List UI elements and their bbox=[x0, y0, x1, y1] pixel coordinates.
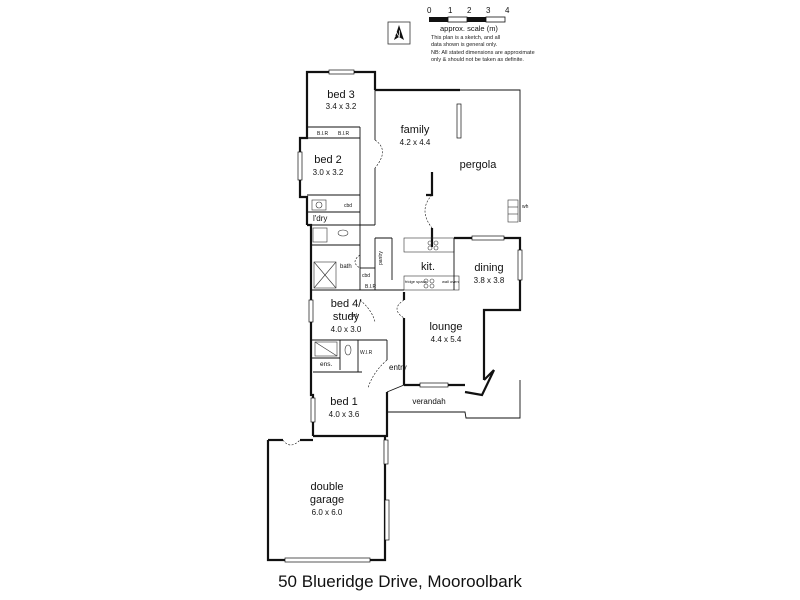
room-labels: bed 3 3.4 x 3.2 bed 2 3.0 x 3.2 family 4… bbox=[310, 89, 529, 517]
steps-icon bbox=[507, 199, 519, 223]
garage-label-1: double bbox=[310, 481, 343, 493]
property-address-title: 50 Blueridge Drive, Mooroolbark bbox=[278, 572, 522, 591]
dining-dim: 3.8 x 3.8 bbox=[474, 276, 505, 285]
laundry-label: l'dry bbox=[313, 214, 327, 223]
scale-tick-3: 3 bbox=[486, 6, 491, 15]
scale-note-2: data shown is general only. bbox=[431, 42, 498, 48]
windows bbox=[284, 69, 523, 563]
north-label: N bbox=[394, 29, 401, 39]
pergola-label: pergola bbox=[460, 159, 498, 171]
wall-oven-label: wall oven bbox=[442, 279, 459, 284]
scale-tick-0: 0 bbox=[427, 6, 432, 15]
cbd-label-3: cbd bbox=[349, 313, 357, 319]
lounge-dim: 4.4 x 5.4 bbox=[431, 335, 462, 344]
internal-walls bbox=[307, 90, 460, 373]
bed1-label: bed 1 bbox=[330, 396, 358, 408]
shower-icon bbox=[313, 261, 337, 289]
verandah-label: verandah bbox=[412, 397, 445, 406]
bed4-label: bed 4/ bbox=[331, 298, 363, 310]
bed3-label: bed 3 bbox=[327, 89, 355, 101]
cbd-label-1: cbd bbox=[344, 203, 352, 209]
scale-tick-1: 1 bbox=[448, 6, 453, 15]
family-label: family bbox=[401, 124, 430, 136]
scale-legend: N 0 1 2 3 4 approx. scale (m) This plan … bbox=[387, 6, 535, 63]
scale-tick-4: 4 bbox=[505, 6, 510, 15]
bir-label-3: B.I.R bbox=[365, 284, 377, 290]
entry-label: entry bbox=[389, 363, 407, 372]
lounge-label: lounge bbox=[429, 321, 462, 333]
scale-note-3: NB: All stated dimensions are approximat… bbox=[431, 50, 535, 56]
pantry-label: pantry bbox=[378, 251, 384, 265]
doors bbox=[282, 139, 433, 446]
wh-label: wh bbox=[522, 204, 529, 210]
garage-label-2: garage bbox=[310, 494, 344, 506]
oven-icon bbox=[423, 278, 435, 289]
cbd-label-2: cbd bbox=[362, 273, 370, 279]
bed3-dim: 3.4 x 3.2 bbox=[326, 102, 357, 111]
north-arrow-icon: N bbox=[387, 21, 411, 45]
toilet-icon bbox=[312, 227, 328, 243]
ens-label: ens. bbox=[320, 361, 332, 368]
bir-label-2: B.I.R bbox=[338, 131, 350, 137]
bed2-dim: 3.0 x 3.2 bbox=[313, 168, 344, 177]
bir-label-1: B.I.R bbox=[317, 131, 329, 137]
fridge-label: fridge space bbox=[405, 279, 428, 284]
walls bbox=[266, 70, 522, 562]
ens-basin-icon bbox=[344, 344, 352, 356]
bed2-label: bed 2 bbox=[314, 154, 342, 166]
basin-icon bbox=[337, 229, 349, 237]
cooktop-icon bbox=[427, 240, 439, 251]
bath-label: bath bbox=[340, 264, 352, 270]
sink-icon bbox=[311, 199, 327, 211]
scale-bar bbox=[429, 16, 506, 23]
family-dim: 4.2 x 4.4 bbox=[400, 138, 431, 147]
scale-label: approx. scale (m) bbox=[440, 24, 498, 33]
dining-label: dining bbox=[474, 262, 503, 274]
garage-dim: 6.0 x 6.0 bbox=[312, 508, 343, 517]
scale-tick-2: 2 bbox=[467, 6, 472, 15]
fixtures bbox=[311, 199, 519, 357]
scale-note-4: only & should not be taken as definite. bbox=[431, 57, 524, 63]
wir-label: W.I.R bbox=[360, 350, 373, 356]
study-label: study bbox=[333, 311, 360, 323]
bed1-dim: 4.0 x 3.6 bbox=[329, 410, 360, 419]
scale-note-1: This plan is a sketch, and all bbox=[431, 35, 500, 41]
ens-shower-icon bbox=[314, 341, 338, 357]
bed4-dim: 4.0 x 3.0 bbox=[331, 325, 362, 334]
kitchen-label: kit. bbox=[421, 261, 435, 273]
